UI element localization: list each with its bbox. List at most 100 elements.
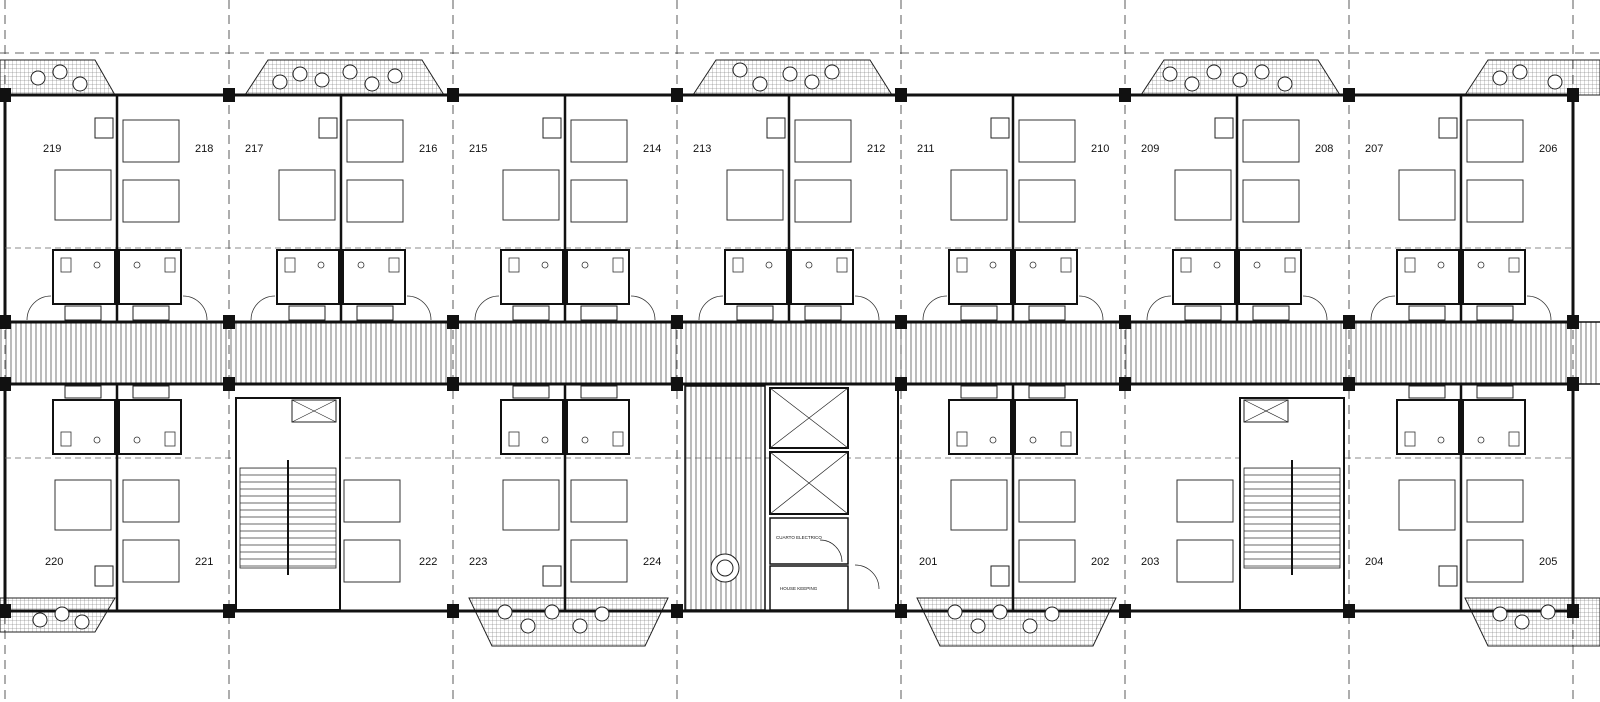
- column: [0, 88, 11, 102]
- column: [1343, 377, 1355, 391]
- bed: [502, 479, 560, 531]
- shower-drain: [1213, 261, 1221, 269]
- chair: [766, 117, 786, 139]
- room-214-label: 214: [643, 143, 661, 155]
- column: [223, 315, 235, 329]
- bed: [1242, 119, 1300, 163]
- shower-drain: [989, 261, 997, 269]
- planter: [1514, 614, 1530, 630]
- bed: [1242, 179, 1300, 223]
- toilet: [612, 257, 624, 273]
- planter: [520, 618, 536, 634]
- room-216-label: 216: [419, 143, 437, 155]
- vanity: [580, 385, 618, 399]
- column: [1119, 604, 1131, 618]
- room-222-label: 222: [419, 556, 437, 568]
- vanity: [1476, 385, 1514, 399]
- toilet: [164, 257, 176, 273]
- shower-drain: [1477, 261, 1485, 269]
- room-217-label: 217: [245, 143, 263, 155]
- column: [1343, 604, 1355, 618]
- vanity: [1028, 305, 1066, 321]
- bed: [343, 479, 401, 523]
- chair: [990, 117, 1010, 139]
- room-201-label: 201: [919, 556, 937, 568]
- shower-drain: [317, 261, 325, 269]
- room-215-label: 215: [469, 143, 487, 155]
- vanity: [580, 305, 618, 321]
- planter: [992, 604, 1008, 620]
- bed: [122, 179, 180, 223]
- planter: [292, 66, 308, 82]
- chair: [1438, 117, 1458, 139]
- column: [447, 377, 459, 391]
- room-211-label: 211: [917, 143, 935, 155]
- planter: [272, 74, 288, 90]
- door-swing: [1370, 295, 1396, 321]
- toilet: [836, 257, 848, 273]
- bed: [1398, 169, 1456, 221]
- column: [1343, 315, 1355, 329]
- column: [671, 315, 683, 329]
- toilet: [956, 431, 968, 447]
- balconies-top: [0, 59, 1600, 96]
- toilet: [1508, 431, 1520, 447]
- column: [1567, 377, 1579, 391]
- column: [895, 604, 907, 618]
- bed: [1176, 479, 1234, 523]
- shower-drain: [1437, 261, 1445, 269]
- vanity: [512, 385, 550, 399]
- chair: [1214, 117, 1234, 139]
- planter: [804, 74, 820, 90]
- door-swing: [26, 295, 52, 321]
- column: [0, 315, 11, 329]
- door-swing: [1146, 295, 1172, 321]
- vanity: [1184, 305, 1222, 321]
- room-219-label: 219: [43, 143, 61, 155]
- shower-drain: [357, 261, 365, 269]
- shower-drain: [133, 436, 141, 444]
- chair: [1438, 565, 1458, 587]
- planter: [54, 606, 70, 622]
- bed: [54, 169, 112, 221]
- bed: [502, 169, 560, 221]
- toilet: [956, 257, 968, 273]
- vanity: [1408, 305, 1446, 321]
- bed: [570, 119, 628, 163]
- planter: [1162, 66, 1178, 82]
- column: [1343, 88, 1355, 102]
- vanity: [64, 305, 102, 321]
- toilet: [60, 431, 72, 447]
- planter: [732, 62, 748, 78]
- planter: [572, 618, 588, 634]
- room-205-label: 205: [1539, 556, 1557, 568]
- bed: [1466, 479, 1524, 523]
- shower-drain: [805, 261, 813, 269]
- vanity: [960, 385, 998, 399]
- chair: [542, 117, 562, 139]
- corridor: [0, 322, 1600, 384]
- bed: [343, 539, 401, 583]
- planter: [497, 604, 513, 620]
- column: [223, 377, 235, 391]
- bed: [1018, 479, 1076, 523]
- bed: [570, 539, 628, 583]
- toilet: [1404, 431, 1416, 447]
- toilet: [508, 431, 520, 447]
- room-213-label: 213: [693, 143, 711, 155]
- door-swing: [250, 295, 276, 321]
- vanity: [288, 305, 326, 321]
- room-210-label: 210: [1091, 143, 1109, 155]
- bathroom: [790, 249, 854, 305]
- door-swing: [1078, 295, 1104, 321]
- column: [1567, 315, 1579, 329]
- toilet: [1180, 257, 1192, 273]
- planter: [1540, 604, 1556, 620]
- toilet: [60, 257, 72, 273]
- bed: [950, 169, 1008, 221]
- toilet: [284, 257, 296, 273]
- planter: [1044, 606, 1060, 622]
- shower-drain: [989, 436, 997, 444]
- toilet: [1284, 257, 1296, 273]
